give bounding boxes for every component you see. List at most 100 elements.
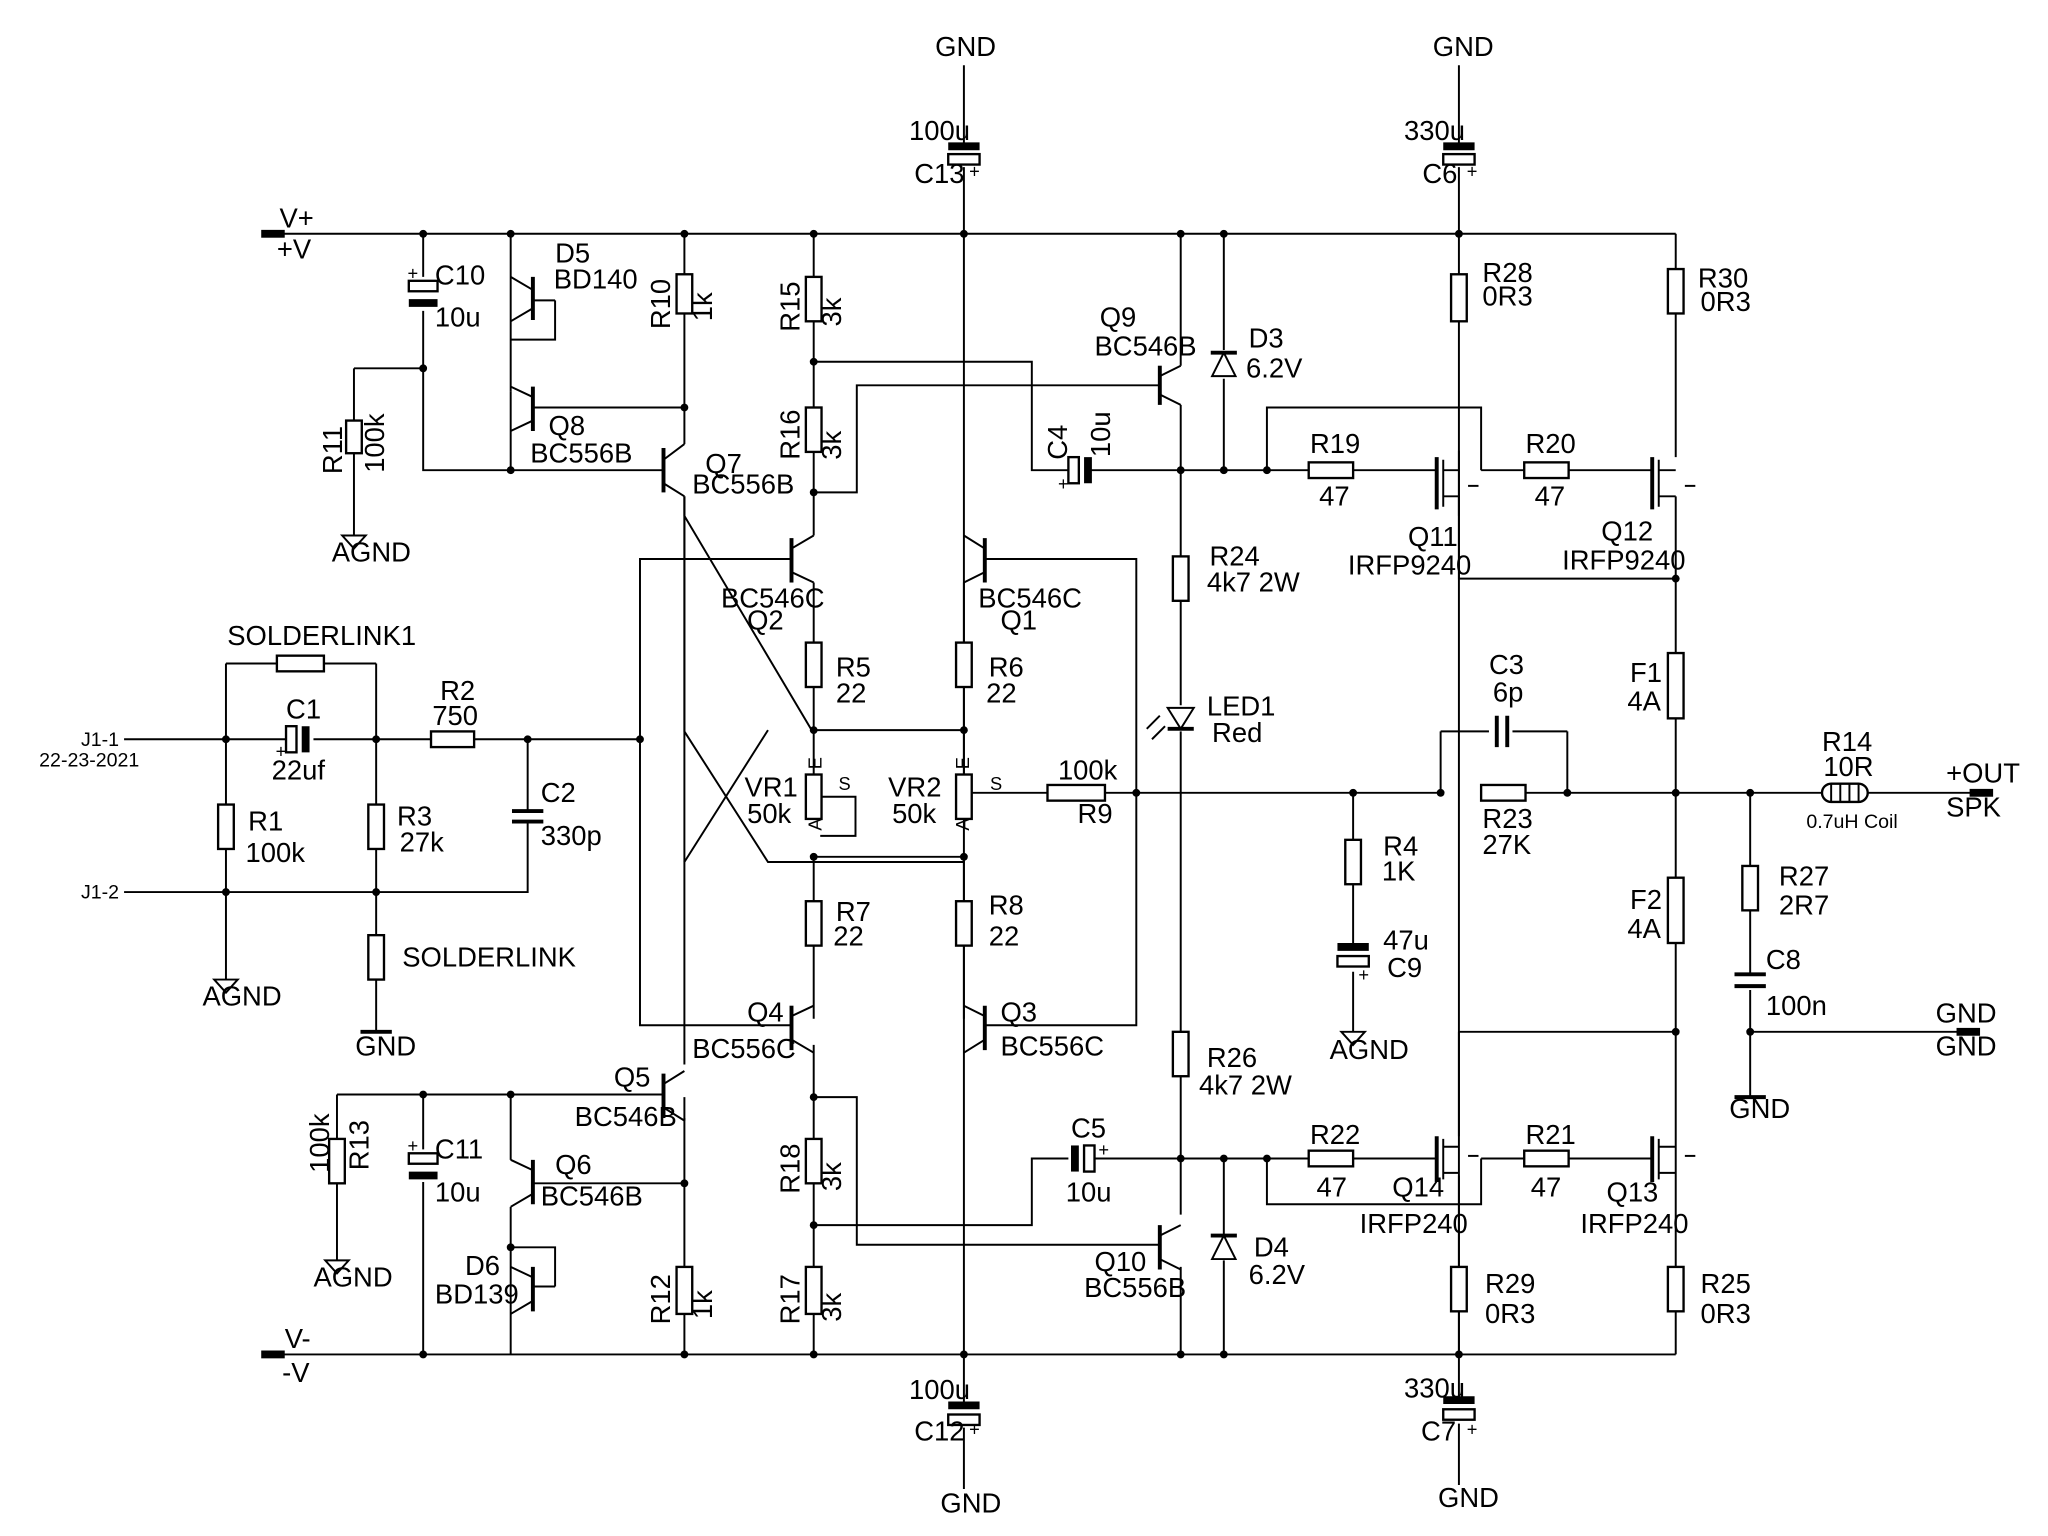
D5-transistor [510,276,556,323]
Q3-transistor [963,1004,987,1054]
SOLDERLINK-ref: SOLDERLINK [402,942,576,973]
R5-ref: R5 [836,652,871,683]
Q3-value: BC556C [1000,1030,1104,1061]
C11-plus: + [408,1135,419,1156]
labels: GND GND V+ +V V- -V AGND AGND GND AGND A… [39,31,2020,1518]
Q13-ref: Q13 [1607,1177,1659,1208]
R2-body [429,730,476,749]
F1-value: 4A [1627,686,1661,717]
R5-value: 22 [836,678,866,709]
Q10-ref: Q10 [1095,1246,1147,1277]
LED1-value: Red [1212,717,1262,748]
R23-ref: R23 [1482,803,1532,834]
Q1-value: BC546C [978,582,1082,613]
R20-body [1523,461,1570,480]
R27-value: 2R7 [1779,889,1829,920]
R8-value: 22 [989,921,1019,952]
R1-ref: R1 [248,806,283,837]
Q11-mosfet [1434,450,1479,516]
vplus-label: +V [277,234,312,265]
R25-body [1666,1265,1685,1313]
VR1-pin-s: S [839,773,851,794]
R21-body [1523,1149,1570,1168]
R12-value: 1k [687,1290,718,1319]
R18-body [804,1137,823,1185]
R14-ref: R14 [1822,726,1872,757]
Q1-transistor [963,534,987,584]
C5-plus: + [1098,1139,1109,1160]
F2-value: 4A [1627,913,1661,944]
C12-ref: C12 [914,1416,964,1447]
R6-body [954,641,973,689]
D4-ref: D4 [1254,1231,1289,1262]
resistors [216,267,1760,1316]
R22-body [1307,1149,1355,1168]
out-spk-label: SPK [1946,791,2001,822]
C13-ref: C13 [914,158,964,189]
j1-1-label: J1-1 [81,729,119,751]
R11-body [344,419,363,455]
R3-ref: R3 [397,800,432,831]
R21-value: 47 [1531,1171,1561,1202]
capacitors [284,142,1766,1427]
R3-body [367,803,386,851]
Q14-ref: Q14 [1392,1171,1444,1202]
F1-ref: F1 [1630,657,1662,688]
coil-note-label: 0.7uH Coil [1806,811,1897,833]
gnd-label-c12: GND [940,1487,1001,1518]
R28-value: 0R3 [1482,281,1532,312]
Q1-ref: Q1 [1000,605,1037,636]
R9-body [1046,783,1107,802]
out-gnd-net-label: GND [1936,998,1997,1029]
VR2-pin-e: E [952,757,973,769]
C13-value: 100u [909,115,970,146]
R26-value: 4k7 2W [1199,1070,1292,1101]
Q5-ref: Q5 [614,1062,651,1093]
gnd-label-c7: GND [1438,1482,1499,1513]
D4-value: 6.2V [1249,1259,1306,1290]
R22-value: 47 [1317,1171,1347,1202]
LED1-ref: LED1 [1207,691,1276,722]
C11-value: 10u [435,1177,481,1208]
R19-body [1307,461,1355,480]
R6-ref: R6 [989,652,1024,683]
R28-ref: R28 [1482,257,1532,288]
R25-value: 0R3 [1701,1298,1751,1329]
R18-value: 3k [816,1162,847,1191]
Q14-value: IRFP240 [1360,1208,1468,1239]
R19-value: 47 [1319,480,1349,511]
C4-value: 10u [1085,411,1116,457]
D6-value: BD139 [435,1278,519,1309]
R26-ref: R26 [1207,1042,1257,1073]
C1-plus: + [276,741,287,762]
C9-plus: + [1358,964,1369,985]
VR1-value: 50k [747,798,791,829]
R8-body [954,900,973,947]
R10-body [675,273,694,315]
junctions [222,229,1755,1359]
R30-body [1666,267,1685,315]
C10-plus: + [408,263,419,284]
Q8-value: BC556B [530,437,632,468]
R15-value: 3k [816,297,847,326]
R14-value: 10R [1823,751,1873,782]
R2-ref: R2 [440,675,475,706]
C8-value: 100n [1766,990,1827,1021]
C6-value: 330u [1404,115,1465,146]
R25-ref: R25 [1701,1268,1751,1299]
VR2-body [954,773,973,821]
D3-value: 6.2V [1246,352,1303,383]
wires [124,65,1973,1489]
R7-value: 22 [833,921,863,952]
Q9-value: BC546B [1095,330,1197,361]
Q12-ref: Q12 [1601,516,1653,547]
R30-value: 0R3 [1701,286,1751,317]
agnd-label-c9: AGND [1330,1034,1409,1065]
R27-ref: R27 [1779,861,1829,892]
R16-value: 3k [816,431,847,460]
R11-ref: R11 [317,426,348,474]
D4-zener [1210,1233,1238,1261]
agnd-label-r1: AGND [202,981,281,1012]
R30-ref: R30 [1698,262,1748,293]
